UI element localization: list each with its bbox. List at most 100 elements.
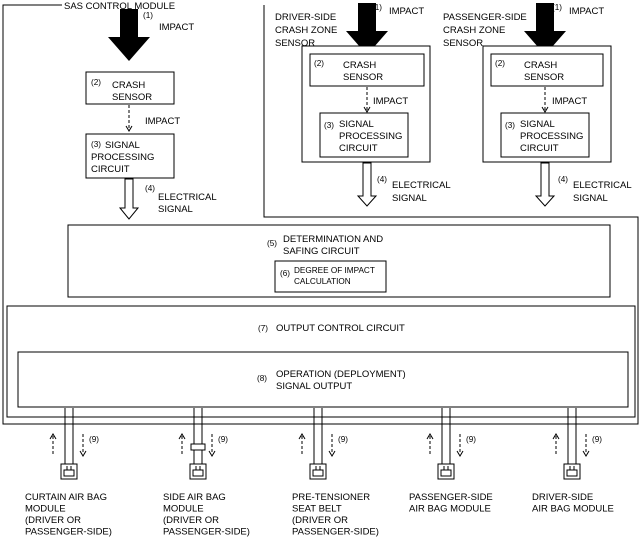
output-module-label: (DRIVER OR	[25, 515, 81, 526]
passenger-electrical-num: (4)	[558, 175, 568, 184]
arrow-up-icon	[49, 433, 57, 440]
connector-icon-inner	[440, 469, 452, 477]
passenger-sensor-title-2: CRASH ZONE	[443, 25, 505, 36]
passenger-sensor-title-3: SENSOR	[443, 38, 483, 49]
signal-processing-num: (3)	[91, 140, 101, 149]
driver-electrical-num: (4)	[377, 175, 387, 184]
arrow-up-icon	[298, 433, 306, 440]
arrow-down-icon	[456, 450, 464, 457]
output-module-label: AIR BAG MODULE	[409, 504, 491, 515]
passenger-impact-num: (1)	[552, 3, 562, 12]
driver-signal-processing-box	[319, 112, 409, 158]
determination-label-2: SAFING CIRCUIT	[283, 246, 360, 257]
driver-internal-impact-label: IMPACT	[373, 96, 408, 107]
connector-icon	[309, 463, 327, 480]
connector-icon-inner	[566, 469, 578, 477]
internal-sensor-column: (1) IMPACT (2) CRASH SENSOR IMPACT (3) S…	[85, 9, 217, 220]
output-control-label: OUTPUT CONTROL CIRCUIT	[276, 323, 405, 334]
operation-signal-output-box	[17, 351, 629, 408]
driver-dashed-arrowhead-icon	[363, 106, 371, 113]
feedback-num: (9)	[218, 435, 228, 444]
driver-crash-sensor-box	[309, 53, 425, 87]
driver-signal-label-1: SIGNAL	[339, 119, 374, 130]
driver-electrical-label-1: ELECTRICAL	[392, 180, 451, 191]
connector-icon	[563, 463, 581, 480]
passenger-signal-label-1: SIGNAL	[520, 119, 555, 130]
connector-icon-inner	[312, 469, 324, 477]
output-module-label: SEAT BELT	[292, 504, 342, 515]
driver-signal-label-2: PROCESSING	[339, 131, 402, 142]
passenger-crash-sensor-label-1: CRASH	[524, 60, 557, 71]
crash-sensor-num: (2)	[91, 78, 101, 87]
driver-signal-num: (3)	[324, 121, 334, 130]
output-module-label: PASSENGER-SIDE	[409, 492, 493, 503]
sas-module-frame	[2, 4, 639, 425]
signal-processing-label-1: SIGNAL	[105, 140, 140, 151]
arrow-up-icon	[178, 433, 186, 440]
passenger-sensor-title-1: PASSENGER-SIDE	[443, 12, 527, 23]
passenger-electrical-label-2: SIGNAL	[573, 193, 608, 204]
passenger-crash-zone-sensor: PASSENGER-SIDE CRASH ZONE SENSOR (1) IMP…	[443, 3, 632, 207]
passenger-electrical-arrow-icon	[534, 162, 556, 207]
degree-num: (6)	[280, 269, 290, 278]
output-module-label: AIR BAG MODULE	[532, 504, 614, 515]
electrical-signal-arrow-icon	[118, 178, 140, 220]
electrical-signal-num: (4)	[145, 184, 155, 193]
passenger-signal-label-3: CIRCUIT	[520, 143, 559, 154]
output-module-label: (DRIVER OR	[292, 515, 348, 526]
connector-icon-inner	[192, 469, 204, 477]
connector-icon	[189, 463, 207, 480]
driver-crash-sensor-label-1: CRASH	[343, 60, 376, 71]
arrow-down-icon	[79, 450, 87, 457]
connector-icon	[437, 463, 455, 480]
output-module-label: MODULE	[163, 504, 204, 515]
driver-impact-arrow-icon	[346, 3, 388, 55]
output-module-label: (DRIVER OR	[163, 515, 219, 526]
passenger-dashed-arrowhead-icon	[541, 106, 549, 113]
output-module-label: PASSENGER-SIDE)	[163, 527, 250, 538]
output-module-label: MODULE	[25, 504, 66, 515]
passenger-internal-impact-label: IMPACT	[552, 96, 587, 107]
driver-crash-zone-sensor: DRIVER-SIDE CRASH ZONE SENSOR (1) IMPACT…	[275, 3, 451, 207]
connector-band	[190, 443, 206, 451]
passenger-electrical-label-1: ELECTRICAL	[573, 180, 632, 191]
feedback-num: (9)	[466, 435, 476, 444]
arrow-up-icon	[552, 433, 560, 440]
internal-impact-label: IMPACT	[145, 116, 180, 127]
operation-num: (8)	[257, 374, 267, 383]
passenger-crash-sensor-num: (2)	[495, 59, 505, 68]
feedback-num: (9)	[338, 435, 348, 444]
impact-num: (1)	[143, 11, 153, 20]
crash-sensor-label-2: SENSOR	[112, 92, 152, 103]
degree-label-1: DEGREE OF IMPACT	[294, 266, 375, 275]
impact-arrow-icon	[108, 9, 150, 61]
degree-of-impact-box	[274, 260, 387, 293]
impact-label: IMPACT	[159, 22, 194, 33]
output-module-label: DRIVER-SIDE	[532, 492, 593, 503]
degree-label-2: CALCULATION	[294, 277, 351, 286]
output-module-label: PASSENGER-SIDE)	[25, 527, 112, 538]
driver-crash-sensor-num: (2)	[314, 59, 324, 68]
signal-processing-label-3: CIRCUIT	[91, 164, 130, 175]
arrow-up-icon	[426, 433, 434, 440]
driver-impact-label: IMPACT	[389, 6, 424, 17]
feedback-num: (9)	[89, 435, 99, 444]
driver-electrical-arrow-icon	[356, 162, 378, 207]
arrow-down-icon	[582, 450, 590, 457]
connector-icon-inner	[63, 469, 75, 477]
connector-icon	[60, 463, 78, 480]
operation-label-1: OPERATION (DEPLOYMENT)	[276, 369, 406, 380]
passenger-signal-label-2: PROCESSING	[520, 131, 583, 142]
output-module-label: CURTAIN AIR BAG	[25, 492, 107, 503]
driver-impact-num: (1)	[372, 3, 382, 12]
signal-processing-label-2: PROCESSING	[91, 152, 154, 163]
operation-label-2: SIGNAL OUTPUT	[276, 381, 352, 392]
output-module-label: SIDE AIR BAG	[163, 492, 226, 503]
driver-signal-label-3: CIRCUIT	[339, 143, 378, 154]
driver-sensor-title-3: SENSOR	[275, 38, 315, 49]
